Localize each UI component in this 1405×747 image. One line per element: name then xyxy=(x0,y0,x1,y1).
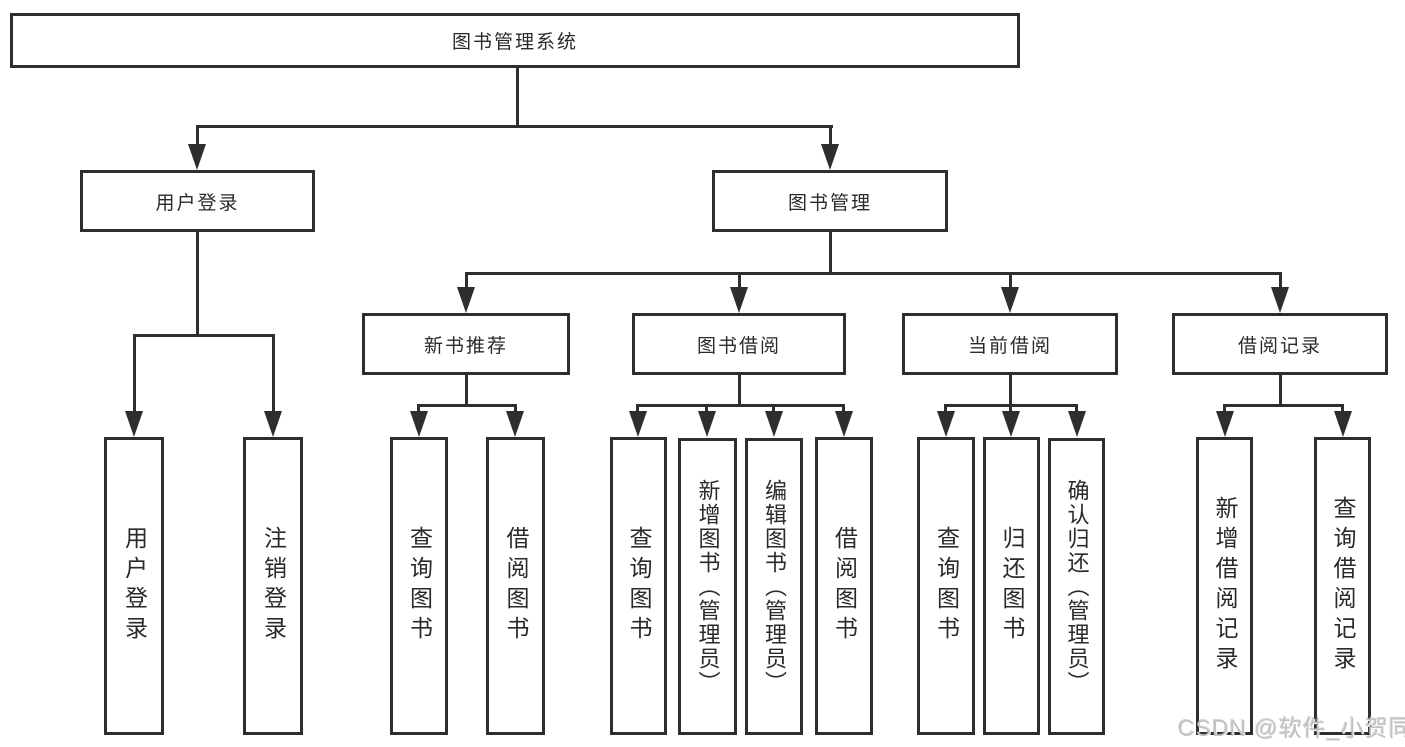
connector-line xyxy=(417,404,420,416)
arrow-down-icon xyxy=(765,411,783,437)
arrow-down-icon xyxy=(730,287,748,313)
arrow-down-icon xyxy=(1334,411,1352,437)
node-user-login: 用户登录 xyxy=(80,170,315,232)
connector-line xyxy=(705,404,708,416)
leaf-add-book-admin: 新增图书（管理员） xyxy=(678,438,737,735)
leaf-borrow-query-book: 查询图书 xyxy=(610,437,667,735)
connector-line xyxy=(829,125,832,149)
connector-line xyxy=(1223,404,1226,416)
node-root-label: 图书管理系统 xyxy=(451,32,578,53)
connector-line xyxy=(1341,404,1344,416)
leaf-recommend-borrow-book-label: 借阅图书 xyxy=(503,526,529,646)
connector-line xyxy=(1223,404,1344,407)
leaf-return-book-label: 归还图书 xyxy=(999,526,1025,646)
connector-line xyxy=(738,375,741,407)
node-borrow-record-label: 借阅记录 xyxy=(1237,335,1322,357)
leaf-recommend-query-book: 查询图书 xyxy=(390,437,448,735)
leaf-logout: 注销登录 xyxy=(243,437,303,735)
arrow-down-icon xyxy=(1002,411,1020,437)
arrow-down-icon xyxy=(506,411,524,437)
leaf-recommend-borrow-book: 借阅图书 xyxy=(486,437,545,735)
node-book-management: 图书管理 xyxy=(712,170,948,232)
leaf-add-borrow-record: 新增借阅记录 xyxy=(1196,437,1253,735)
connector-line xyxy=(417,404,517,407)
node-book-borrow: 图书借阅 xyxy=(632,313,846,375)
leaf-user-login-label: 用户登录 xyxy=(121,526,148,646)
arrow-down-icon xyxy=(1068,411,1086,437)
connector-line xyxy=(772,404,775,416)
node-new-book-recommend: 新书推荐 xyxy=(362,313,570,375)
connector-line xyxy=(829,232,832,275)
connector-line xyxy=(196,125,199,149)
leaf-logout-label: 注销登录 xyxy=(260,526,287,646)
arrow-down-icon xyxy=(188,144,206,170)
connector-line xyxy=(1009,404,1012,416)
connector-line xyxy=(272,334,275,416)
arrow-down-icon xyxy=(1001,287,1019,313)
arrow-down-icon xyxy=(264,411,282,437)
connector-line xyxy=(196,232,199,337)
arrow-down-icon xyxy=(821,144,839,170)
leaf-query-borrow-record: 查询借阅记录 xyxy=(1314,437,1371,735)
leaf-borrow-query-book-label: 查询图书 xyxy=(626,526,652,646)
node-user-login-label: 用户登录 xyxy=(155,192,240,214)
leaf-current-query-book-label: 查询图书 xyxy=(933,526,960,646)
arrow-down-icon xyxy=(937,411,955,437)
arrow-down-icon xyxy=(1216,411,1234,437)
leaf-recommend-query-book-label: 查询图书 xyxy=(406,526,433,646)
connector-line xyxy=(465,272,468,290)
arrow-down-icon xyxy=(698,411,716,437)
arrow-down-icon xyxy=(629,411,647,437)
leaf-query-borrow-record-label: 查询借阅记录 xyxy=(1330,496,1356,676)
connector-line xyxy=(514,404,517,416)
connector-line xyxy=(1075,404,1078,416)
leaf-borrow-book-label: 借阅图书 xyxy=(831,526,858,646)
leaf-current-query-book: 查询图书 xyxy=(917,437,975,735)
connector-line xyxy=(133,334,136,416)
node-current-borrow-label: 当前借阅 xyxy=(967,335,1052,357)
connector-line xyxy=(842,404,845,416)
node-borrow-record: 借阅记录 xyxy=(1172,313,1388,375)
connector-line xyxy=(738,272,741,290)
connector-line xyxy=(636,404,639,416)
connector-line xyxy=(196,125,833,128)
node-root: 图书管理系统 xyxy=(10,13,1020,68)
connector-line xyxy=(465,375,468,407)
connector-line xyxy=(516,68,519,128)
leaf-add-borrow-record-label: 新增借阅记录 xyxy=(1212,496,1238,676)
connector-line xyxy=(1009,272,1012,290)
leaf-confirm-return-admin: 确认归还（管理员） xyxy=(1048,438,1105,735)
connector-line xyxy=(133,334,275,337)
connector-line xyxy=(1009,375,1012,407)
leaf-user-login: 用户登录 xyxy=(104,437,164,735)
node-book-management-label: 图书管理 xyxy=(787,192,872,214)
leaf-edit-book-admin-label: 编辑图书（管理员） xyxy=(762,478,787,695)
leaf-add-book-admin-label: 新增图书（管理员） xyxy=(695,478,721,695)
node-book-borrow-label: 图书借阅 xyxy=(696,335,781,357)
connector-line xyxy=(636,404,845,407)
connector-line xyxy=(465,272,1282,275)
leaf-borrow-book: 借阅图书 xyxy=(815,437,873,735)
node-current-borrow: 当前借阅 xyxy=(902,313,1118,375)
arrow-down-icon xyxy=(410,411,428,437)
arrow-down-icon xyxy=(835,411,853,437)
arrow-down-icon xyxy=(1271,287,1289,313)
connector-line xyxy=(944,404,947,416)
connector-line xyxy=(1279,272,1282,290)
connector-line xyxy=(1279,375,1282,407)
leaf-confirm-return-admin-label: 确认归还（管理员） xyxy=(1064,478,1090,695)
leaf-return-book: 归还图书 xyxy=(983,437,1040,735)
node-new-book-recommend-label: 新书推荐 xyxy=(423,335,508,357)
arrow-down-icon xyxy=(125,411,143,437)
arrow-down-icon xyxy=(457,287,475,313)
leaf-edit-book-admin: 编辑图书（管理员） xyxy=(745,438,803,735)
watermark: CSDN @软件_小贺同学 xyxy=(1178,715,1405,741)
